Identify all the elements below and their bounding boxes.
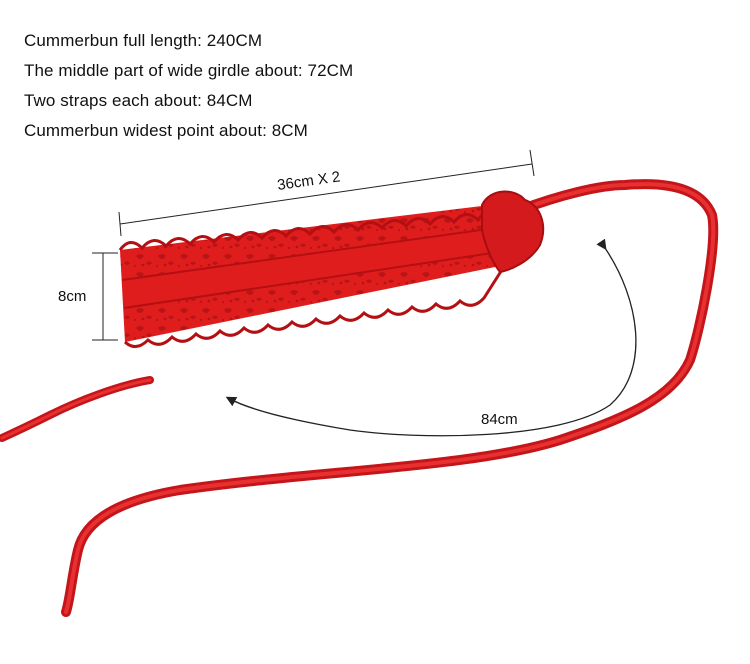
spec-middle-part: The middle part of wide girdle about: 72… [24, 61, 354, 80]
strap-arrow [225, 238, 637, 437]
spec-strap-length: Two straps each about: 84CM [24, 91, 253, 110]
strap-dimension: 84cm [225, 238, 637, 437]
spec-list: Cummerbun full length: 240CM The middle … [24, 26, 353, 146]
spec-widest-point: Cummerbun widest point about: 8CM [24, 121, 308, 140]
strap-left [0, 376, 154, 442]
height-dimension: 8cm [58, 252, 118, 341]
height-label: 8cm [58, 288, 86, 305]
width-label: 36cm X 2 [276, 168, 341, 194]
spec-full-length: Cummerbun full length: 240CM [24, 31, 263, 50]
strap-label: 84cm [481, 411, 518, 428]
